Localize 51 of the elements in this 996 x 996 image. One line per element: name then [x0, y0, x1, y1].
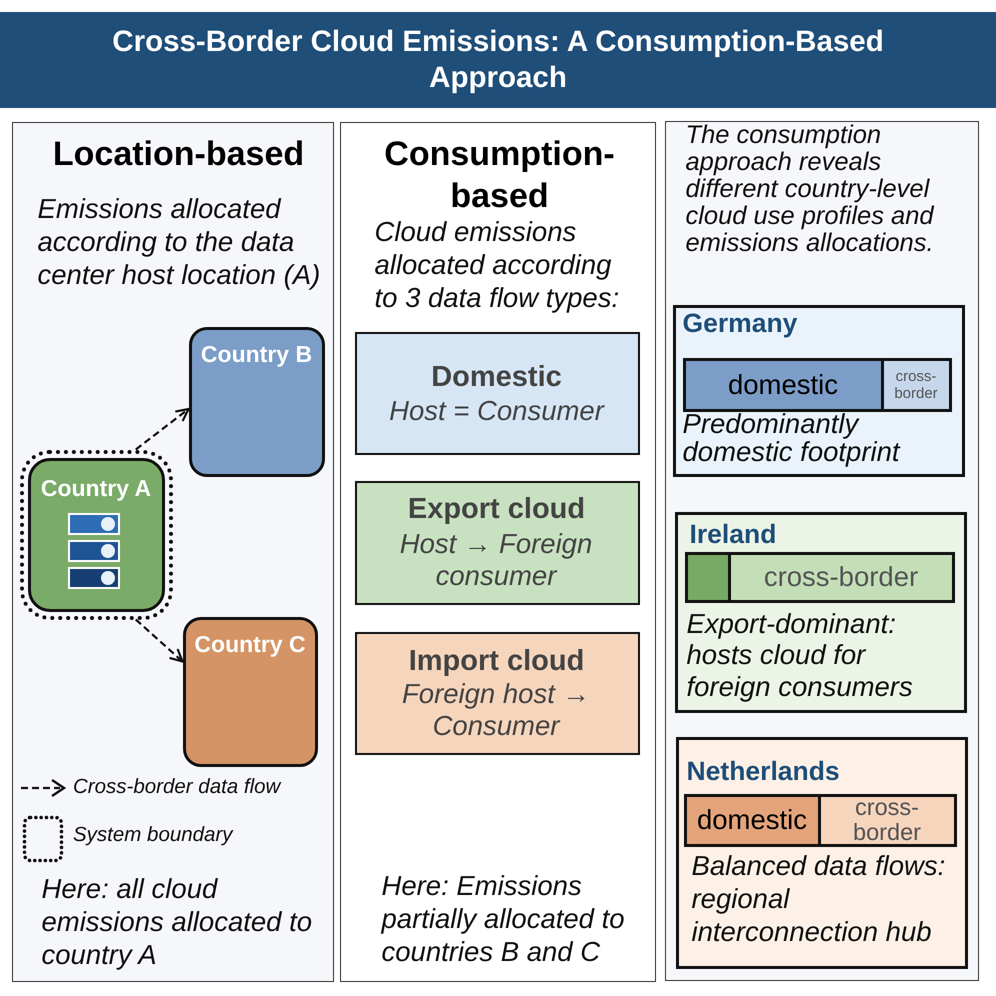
country-card	[676, 736, 968, 968]
profile-description: Balanced data flows: regional interconnection hub	[692, 848, 946, 948]
bar-segment	[686, 796, 818, 844]
country-card	[672, 304, 964, 476]
country-label: Country A	[40, 474, 152, 502]
panel-description: The consumption approach reveals different country-level cloud use profiles and emissions allocations.	[686, 122, 936, 256]
segment-label: cross-border	[852, 795, 922, 845]
title-banner: Cross-Border Cloud Emissions: A Consumption-Based Approach	[0, 12, 996, 108]
panel-description: Cloud emissions allocated according to 3 data flow types:	[374, 214, 620, 314]
flow-type-box	[354, 480, 640, 604]
box-subtitle: Foreign host → Consumer	[400, 678, 591, 742]
panel	[665, 121, 979, 981]
country-box	[182, 616, 318, 766]
country-heading: Netherlands	[686, 756, 841, 786]
profile-description: Predominantly domestic footprint	[682, 410, 902, 466]
country-box	[28, 458, 164, 612]
panel	[12, 122, 334, 982]
country-label: Country C	[193, 630, 307, 658]
panel-note: Here: all cloud emissions allocated to country A	[42, 872, 314, 970]
panel-description: Emissions allocated according to the data center host location (A)	[38, 192, 322, 290]
panel-heading: Consumption-based	[383, 134, 616, 216]
segment-label: cross-border	[893, 368, 939, 402]
box-heading: Domestic	[430, 360, 563, 394]
bar-segment	[728, 554, 952, 600]
legend-label: System boundary	[73, 823, 233, 847]
bar-segment	[686, 360, 880, 408]
country-label: Country B	[200, 340, 314, 368]
country-box	[188, 326, 324, 476]
panel-heading: Location-based	[52, 134, 306, 174]
dashed-arrow	[135, 408, 190, 450]
dashed-arrow	[135, 618, 184, 663]
box-heading: Import cloud	[408, 644, 586, 678]
box-subtitle: Host = Consumer	[388, 395, 606, 427]
country-card	[674, 512, 966, 712]
box-subtitle: Host → Foreign consumer	[398, 528, 594, 592]
bar-segment	[688, 554, 728, 600]
box-heading: Export cloud	[406, 492, 586, 526]
segment-label: cross-border	[764, 561, 918, 593]
segment-label: domestic	[696, 804, 808, 836]
country-heading: Germany	[682, 308, 798, 338]
panel-note: Here: Emissions partially allocated to countries B and C	[382, 868, 626, 968]
flow-type-box	[354, 632, 640, 754]
bar-segment	[818, 796, 954, 844]
flow-type-box	[354, 332, 640, 454]
system-boundary	[20, 450, 172, 620]
legend-label: Cross-border data flow	[73, 775, 280, 799]
panel	[340, 122, 656, 982]
country-heading: Ireland	[690, 518, 778, 548]
segment-label: domestic	[728, 368, 838, 400]
bar-segment	[880, 360, 948, 408]
profile-description: Export-dominant: hosts cloud for foreign consumers	[686, 608, 914, 702]
